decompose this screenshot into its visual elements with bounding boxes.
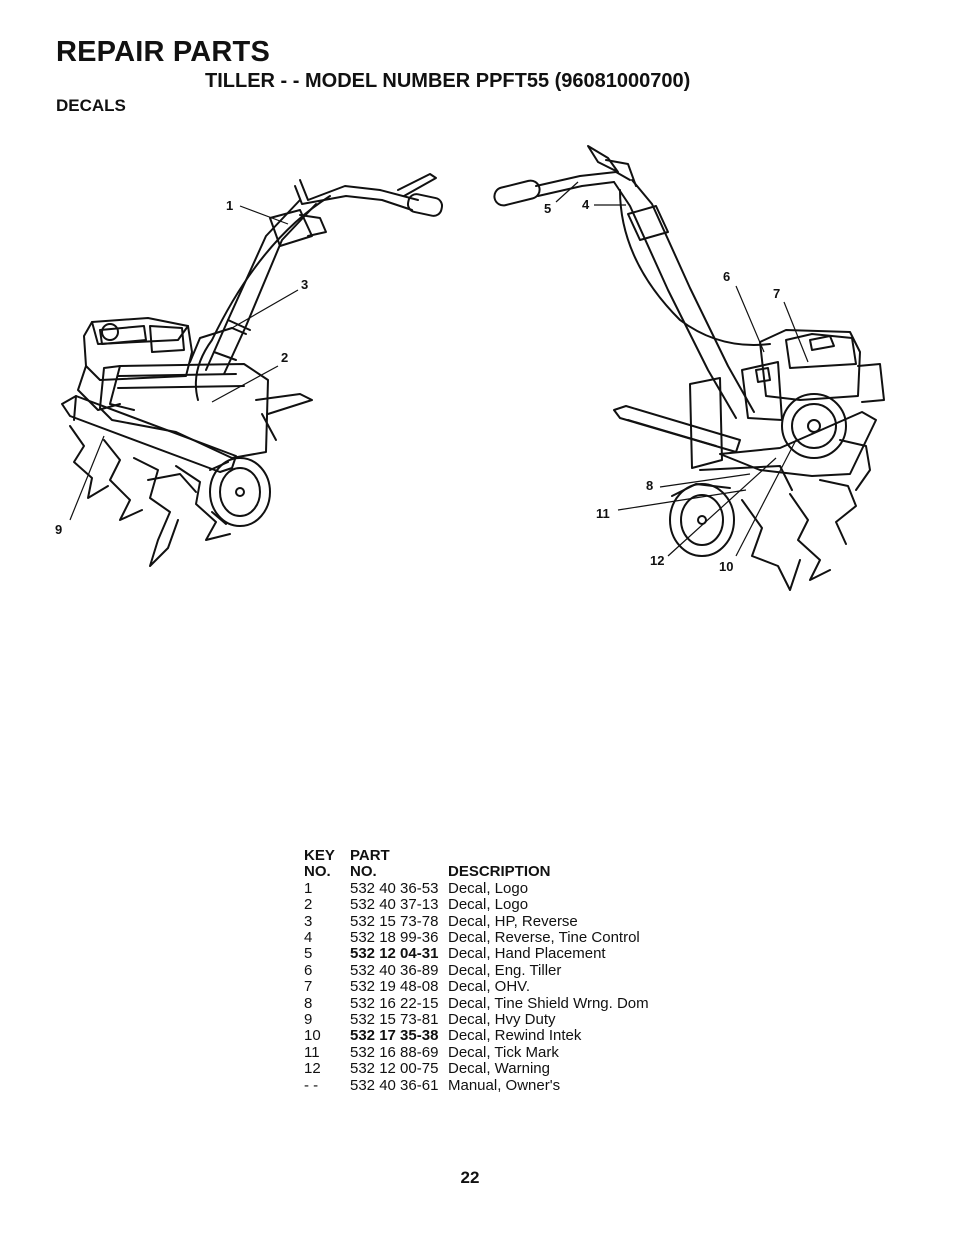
key-cell: 12 [304, 1060, 321, 1078]
table-row: 4 532 18 99-36 Decal, Reverse, Tine Contro… [304, 929, 649, 947]
key-cell: 10 [304, 1027, 321, 1045]
part-number-cell: 532 40 36-89 [350, 961, 439, 979]
table-row: 7 532 19 48-08 Decal, OHV. [304, 978, 649, 996]
callout-6: 6 [723, 269, 730, 284]
key-cell: 3 [304, 912, 313, 930]
callout-4: 4 [582, 197, 590, 212]
page-number: 22 [460, 1168, 480, 1187]
description-cell: Decal, Hand Placement [448, 945, 606, 963]
callout-3: 3 [301, 277, 308, 292]
description-cell: Decal, Hvy Duty [448, 1011, 556, 1029]
callout-9: 9 [55, 522, 62, 537]
description-cell: Decal, Reverse, Tine Control [448, 929, 640, 947]
key-cell: 11 [304, 1043, 320, 1061]
description-cell: Decal, Tine Shield Wrng. Dom [448, 994, 649, 1012]
key-cell: 2 [304, 896, 313, 914]
key-cell: 8 [304, 994, 313, 1012]
model-subtitle: TILLER - - MODEL NUMBER PPFT55 (96081000… [205, 70, 691, 92]
right-tiller-illustration [493, 145, 885, 591]
table-row: 2 532 40 37-13 Decal, Logo [304, 896, 649, 914]
callout-7: 7 [773, 286, 780, 301]
callout-8: 8 [646, 478, 653, 493]
table-row: 12 532 12 00-75 Decal, Warning [304, 1060, 649, 1078]
description-cell: Decal, Logo [448, 896, 529, 914]
key-cell: 5 [304, 945, 313, 963]
leader-lines [69, 181, 809, 557]
table-row: 8 532 16 22-15 Decal, Tine Shield Wrng. Do… [304, 994, 649, 1012]
callout-labels: 1 2 3 4 5 6 7 8 9 10 11 12 [55, 197, 780, 574]
description-cell: Decal, Logo [448, 879, 529, 897]
description-cell: Decal, Rewind Intek [448, 1027, 582, 1045]
table-row: 1 532 40 36-53 Decal, Logo [304, 879, 649, 897]
description-cell: Manual, Owner's [448, 1076, 561, 1094]
part-number-cell: 532 40 36-53 [350, 879, 439, 897]
description-cell: Decal, HP, Reverse [448, 912, 578, 930]
page-title: REPAIR PARTS [56, 36, 271, 68]
callout-11: 11 [596, 506, 610, 521]
table-row: 9 532 15 73-81 Decal, Hvy Duty [304, 1011, 649, 1029]
description-cell: Decal, OHV. [448, 978, 530, 996]
part-number-cell: 532 15 73-81 [350, 1011, 439, 1029]
header-description: DESCRIPTION [448, 863, 551, 881]
callout-10: 10 [719, 559, 733, 574]
table-row: - - 532 40 36-61 Manual, Owner's [304, 1076, 649, 1094]
description-cell: Decal, Tick Mark [448, 1043, 559, 1061]
key-cell: 6 [304, 961, 313, 979]
part-number-cell: 532 16 88-69 [350, 1043, 439, 1061]
part-number-cell: 532 17 35-38 [350, 1027, 439, 1045]
callout-5: 5 [544, 201, 551, 216]
key-cell: 9 [304, 1011, 313, 1029]
callout-2: 2 [281, 350, 288, 365]
part-number-cell: 532 12 04-31 [350, 945, 439, 963]
key-cell: 1 [304, 879, 313, 897]
part-number-cell: 532 12 00-75 [350, 1060, 439, 1078]
table-row: 11 532 16 88-69 Decal, Tick Mark [304, 1043, 649, 1061]
part-number-cell: 532 18 99-36 [350, 929, 439, 947]
part-number-cell: 532 40 37-13 [350, 896, 439, 914]
table-row: 6 532 40 36-89 Decal, Eng. Tiller [304, 961, 649, 979]
part-number-cell: 532 15 73-78 [350, 912, 439, 930]
part-number-cell: 532 19 48-08 [350, 978, 439, 996]
decals-diagram: 1 2 3 4 5 6 7 8 9 10 11 12 [55, 145, 885, 591]
part-number-cell: 532 16 22-15 [350, 994, 439, 1012]
table-row: 10 532 17 35-38 Decal, Rewind Intek [304, 1027, 649, 1045]
callout-12: 12 [650, 553, 664, 568]
key-cell: 4 [304, 929, 313, 947]
description-cell: Decal, Eng. Tiller [448, 961, 562, 979]
description-cell: Decal, Warning [448, 1060, 550, 1078]
table-row: 3 532 15 73-78 Decal, HP, Reverse [304, 912, 649, 930]
callout-1: 1 [226, 198, 233, 213]
key-cell: - - [304, 1076, 319, 1094]
section-heading: DECALS [56, 96, 126, 115]
left-tiller-illustration [61, 173, 444, 567]
key-cell: 7 [304, 978, 313, 996]
table-row: 5 532 12 04-31 Decal, Hand Placement [304, 945, 649, 963]
part-number-cell: 532 40 36-61 [350, 1076, 439, 1094]
